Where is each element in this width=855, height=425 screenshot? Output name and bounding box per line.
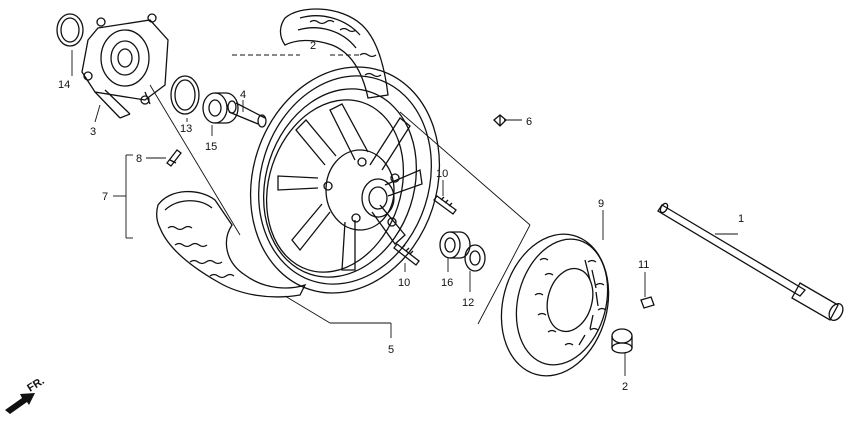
spacer-part-4: [227, 100, 267, 128]
callout-7-label: 7: [102, 191, 108, 203]
stud-bolt-upper-part-10: [433, 195, 457, 215]
tire-upper-section: [279, 8, 389, 99]
front-direction-arrow-icon: [5, 393, 35, 414]
dust-seal-part-12: [464, 244, 486, 272]
o-ring-part-13: [170, 75, 200, 115]
valve-part-6: [493, 114, 507, 127]
valve-stem-part-8: [166, 149, 182, 167]
callout-10-upper-label: 10: [436, 168, 448, 180]
leader-lines: [71, 50, 738, 376]
callout-10-lower-label: 10: [398, 277, 410, 289]
front-direction-label: FR.: [25, 375, 46, 395]
stud-bolt-lower-part-10: [393, 243, 420, 266]
cap-part-2: [611, 328, 633, 354]
callout-2-top-label: 2: [310, 40, 316, 52]
callout-6-label: 6: [526, 116, 532, 128]
callout-3-label: 3: [90, 126, 96, 138]
axle-part-1: [657, 202, 844, 322]
bearing-part-16: [439, 231, 471, 259]
callout-13-label: 13: [180, 123, 192, 135]
o-ring-part-14: [56, 13, 84, 47]
callout-5-label: 5: [388, 344, 394, 356]
callout-2-bottom-label: 2: [622, 381, 628, 393]
wheel-rim-part-5: [249, 66, 441, 294]
brake-disc-part-9: [500, 233, 610, 377]
callout-11-label: 11: [638, 259, 649, 271]
tire-lower-section: [156, 190, 307, 298]
callout-9-label: 9: [598, 198, 604, 210]
callout-1-label: 1: [738, 213, 744, 225]
bolt-part-11: [640, 296, 655, 309]
callout-12-label: 12: [462, 297, 474, 309]
callout-16-label: 16: [441, 277, 453, 289]
bearing-part-15: [202, 92, 239, 124]
driven-flange-part-3: [81, 13, 169, 119]
callout-14-label: 14: [58, 79, 70, 91]
callout-8-label: 8: [136, 153, 142, 165]
callout-15-label: 15: [205, 141, 217, 153]
callout-4-label: 4: [240, 89, 246, 101]
